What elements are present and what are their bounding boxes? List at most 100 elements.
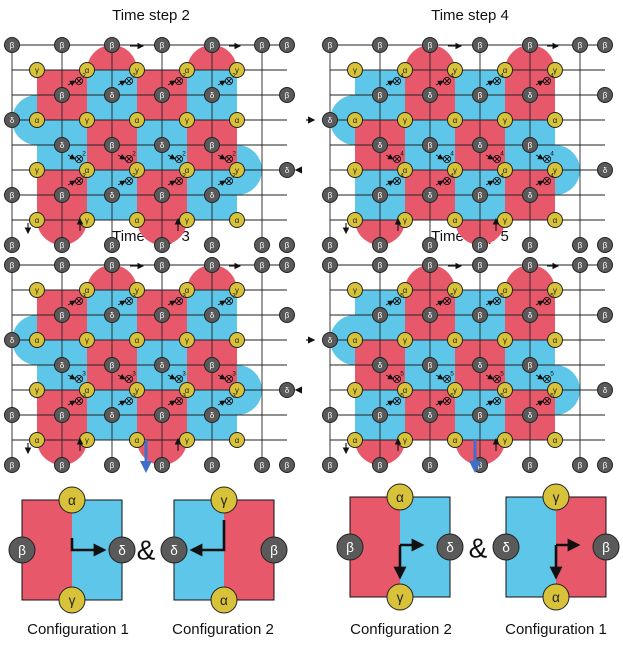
qubit-label-delta: δ <box>428 411 433 420</box>
qubit-label-alpha: α <box>185 286 190 295</box>
qubit-label-delta: δ <box>285 386 290 395</box>
qubit-beta <box>322 457 338 473</box>
qubit-label-alpha: α <box>35 336 40 345</box>
qubit-label-gamma: γ <box>403 116 407 125</box>
qubit-beta <box>104 357 120 373</box>
qubit-label-alpha: α <box>135 216 140 225</box>
qubit-label-beta: β <box>578 461 583 470</box>
qubit-label-beta: β <box>378 311 383 320</box>
qubit-label-alpha: α <box>235 116 240 125</box>
qubit-label-beta: β <box>478 41 483 50</box>
qubit-label-delta: δ <box>110 411 115 420</box>
qubit-label-gamma: γ <box>85 436 89 445</box>
qubit-delta <box>322 332 338 348</box>
qubit-gamma <box>386 583 414 611</box>
qubit-label-beta: β <box>328 261 333 270</box>
qubit-label-gamma: γ <box>135 286 139 295</box>
qubit-label-alpha: α <box>185 166 190 175</box>
qubit-alpha <box>347 212 363 228</box>
qubit-label-beta: β <box>285 41 290 50</box>
qubit-label-alpha: α <box>403 286 408 295</box>
qubit-delta <box>522 187 538 203</box>
qubit-delta <box>204 187 220 203</box>
qubit-gamma <box>397 332 413 348</box>
qubit-beta <box>204 37 220 53</box>
step-number: 5 <box>400 393 404 400</box>
step-number: 3 <box>232 293 236 300</box>
qubit-label-beta: β <box>210 361 215 370</box>
qubit-alpha <box>58 486 86 514</box>
qubit-gamma <box>447 282 463 298</box>
qubit-beta <box>154 87 170 103</box>
qubit-label-beta: β <box>270 543 278 558</box>
cnot-arrow <box>385 80 394 87</box>
qubit-label-beta: β <box>160 41 165 50</box>
qubit-beta <box>54 257 70 273</box>
step-number: 2 <box>232 151 236 158</box>
step-number: 5 <box>450 371 454 378</box>
cnot-arrow <box>67 373 76 380</box>
qubit-beta <box>597 257 613 273</box>
caption-configuration-1-left: Configuration 1 <box>27 621 129 638</box>
qubit-label-alpha: α <box>135 336 140 345</box>
qubit-label-alpha: α <box>135 116 140 125</box>
step-number: 4 <box>500 73 504 80</box>
cnot-arrow <box>535 153 544 160</box>
qubit-label-alpha: α <box>453 336 458 345</box>
qubit-gamma <box>79 112 95 128</box>
qubit-label-beta: β <box>328 461 333 470</box>
qubit-label-gamma: γ <box>553 166 557 175</box>
qubit-beta <box>154 457 170 473</box>
qubit-alpha <box>229 332 245 348</box>
qubit-gamma <box>29 62 45 78</box>
step-number: 5 <box>450 293 454 300</box>
qubit-alpha <box>397 282 413 298</box>
qubit-label-beta: β <box>378 91 383 100</box>
cnot-arrow <box>167 373 176 380</box>
qubit-beta <box>472 87 488 103</box>
qubit-gamma <box>497 332 513 348</box>
qubit-label-delta: δ <box>110 91 115 100</box>
cnot-arrow <box>67 180 76 187</box>
qubit-label-gamma: γ <box>85 116 89 125</box>
qubit-delta <box>4 112 20 128</box>
qubit-beta <box>322 407 338 423</box>
qubit-beta <box>572 257 588 273</box>
qubit-gamma <box>29 382 45 398</box>
qubit-label-delta: δ <box>210 411 215 420</box>
qubit-beta <box>254 237 270 253</box>
qubit-alpha <box>447 432 463 448</box>
qubit-label-beta: β <box>378 411 383 420</box>
qubit-alpha <box>497 382 513 398</box>
qubit-gamma <box>542 483 570 511</box>
qubit-label-gamma: γ <box>397 590 404 605</box>
qubit-label-beta: β <box>528 141 533 150</box>
qubit-delta <box>108 536 136 564</box>
qubit-alpha <box>179 162 195 178</box>
qubit-beta <box>54 457 70 473</box>
qubit-label-alpha: α <box>85 286 90 295</box>
qubit-beta <box>8 536 36 564</box>
qubit-delta <box>472 357 488 373</box>
qubit-delta <box>4 332 20 348</box>
qubit-gamma <box>229 62 245 78</box>
qubit-label-gamma: γ <box>503 116 507 125</box>
qubit-label-beta: β <box>210 241 215 250</box>
qubit-label-delta: δ <box>528 411 533 420</box>
qubit-label-gamma: γ <box>503 216 507 225</box>
step-number: 5 <box>400 371 404 378</box>
qubit-beta <box>54 187 70 203</box>
step-number: 3 <box>182 393 186 400</box>
step-number: 5 <box>500 393 504 400</box>
qubit-label-beta: β <box>428 361 433 370</box>
qubit-label-gamma: γ <box>235 386 239 395</box>
qubit-delta <box>372 357 388 373</box>
qubit-beta <box>4 257 20 273</box>
qubit-label-delta: δ <box>10 336 15 345</box>
step-number: 3 <box>132 293 136 300</box>
cnot-arrow <box>117 373 126 380</box>
qubit-label-beta: β <box>603 41 608 50</box>
qubit-alpha <box>29 212 45 228</box>
